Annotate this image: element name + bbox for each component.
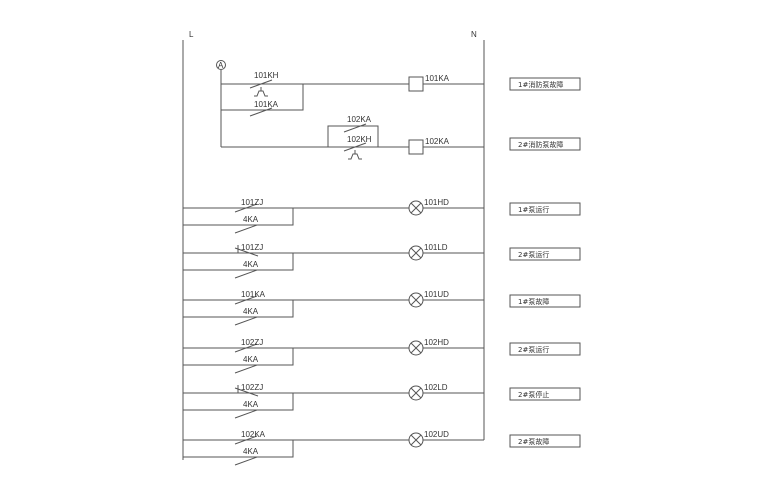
- description-text: 1#泵故障: [518, 297, 549, 306]
- coil-label: 101KA: [425, 74, 450, 83]
- lamp-label: 102LD: [424, 383, 448, 392]
- contact-label: 102KA: [241, 430, 266, 439]
- no-contact-symbol: [234, 295, 258, 305]
- lamp-cross: [410, 247, 422, 259]
- lamp-cross: [410, 294, 422, 306]
- contact-label: 101ZJ: [241, 198, 263, 207]
- lamp-cross: [410, 202, 422, 214]
- test-contact-symbol: [234, 364, 258, 374]
- parallel-branch: [221, 84, 304, 111]
- thermal-symbol: [348, 153, 362, 160]
- test-contact-symbol: [234, 224, 258, 234]
- description-box: 1#消防泵故障: [509, 77, 581, 91]
- description-box: 2#消防泵故障: [509, 137, 581, 151]
- nc-contact-symbol: [234, 247, 259, 257]
- parallel-branch: [183, 393, 294, 411]
- contact-label: 101KA: [241, 290, 266, 299]
- description-frame: [509, 294, 581, 308]
- description-text: 2#消防泵故障: [518, 140, 563, 149]
- nc-contact-symbol: [343, 142, 367, 152]
- description-box: 2#泵运行: [509, 247, 581, 261]
- coil-label: 102KA: [425, 137, 450, 146]
- description-frame: [509, 247, 581, 261]
- parallel-branch: [183, 208, 294, 226]
- relay-rung: 101KA 101KH 101KA 1#消防泵故障: [221, 71, 581, 117]
- relay-coil: [408, 76, 424, 92]
- lamp-rung: 101KA 4KA 101UD 1#泵故障: [183, 290, 581, 326]
- contact-label: 101KH: [254, 71, 279, 80]
- test-contact-label: 4KA: [243, 355, 259, 364]
- parallel-branch: [183, 440, 294, 458]
- no-contact-symbol: [343, 123, 367, 133]
- description-box: 2#泵停止: [509, 387, 581, 401]
- contact-label: 102ZJ: [241, 383, 263, 392]
- parallel-branch: [183, 348, 294, 366]
- description-frame: [509, 202, 581, 216]
- test-contact-symbol: [234, 316, 258, 326]
- lamp-cross: [410, 434, 422, 446]
- no-contact-symbol: [234, 203, 258, 213]
- lamp-cross: [410, 387, 422, 399]
- lamp-label: 101UD: [424, 290, 449, 299]
- relay-coil: [408, 139, 424, 155]
- lamp-rung: 102KA 4KA 102UD 2#泵故障: [183, 430, 581, 466]
- lamp-label: 101HD: [424, 198, 449, 207]
- description-text: 2#泵停止: [518, 390, 549, 399]
- description-text: 1#消防泵故障: [518, 80, 563, 89]
- thermal-symbol: [254, 90, 268, 97]
- junction-label: A: [218, 61, 224, 70]
- test-contact-symbol: [234, 409, 258, 419]
- junction-marker: [216, 60, 226, 70]
- parallel-branch: [327, 125, 379, 147]
- nc-contact-symbol: [249, 79, 273, 89]
- description-frame: [509, 342, 581, 356]
- description-box: 2#泵运行: [509, 342, 581, 356]
- test-contact-symbol: [234, 269, 258, 279]
- contact-label: 102KA: [347, 115, 372, 124]
- test-contact-label: 4KA: [243, 400, 259, 409]
- no-contact-symbol: [234, 343, 258, 353]
- lamp-rung: 101ZJ 4KA 101LD 2#泵运行: [183, 243, 581, 279]
- lamp-label: 102UD: [424, 430, 449, 439]
- description-text: 2#泵运行: [518, 250, 549, 259]
- test-contact-label: 4KA: [243, 215, 259, 224]
- description-frame: [509, 137, 581, 151]
- lamp-cross: [410, 342, 422, 354]
- no-contact-symbol: [249, 107, 273, 117]
- description-text: 2#泵故障: [518, 437, 549, 446]
- test-contact-symbol: [234, 456, 258, 466]
- lamp-rung: 101ZJ 4KA 101HD 1#泵运行: [183, 198, 581, 234]
- no-contact-symbol: [234, 435, 258, 445]
- lamp-rung: 102ZJ 4KA 102HD 2#泵运行: [183, 338, 581, 374]
- description-box: 1#泵运行: [509, 202, 581, 216]
- description-frame: [509, 77, 581, 91]
- right-rail-label: N: [471, 30, 477, 39]
- description-box: 1#泵故障: [509, 294, 581, 308]
- description-text: 2#泵运行: [518, 345, 549, 354]
- test-contact-label: 4KA: [243, 260, 259, 269]
- description-frame: [509, 434, 581, 448]
- description-frame: [509, 387, 581, 401]
- relay-rung: 102KA 102KH 102KA 2#消防泵故障: [221, 115, 581, 160]
- contact-label: 101ZJ: [241, 243, 263, 252]
- left-rail-label: L: [189, 30, 194, 39]
- contact-label: 102KH: [347, 135, 372, 144]
- lamp-label: 101LD: [424, 243, 448, 252]
- contact-label: 102ZJ: [241, 338, 263, 347]
- description-text: 1#泵运行: [518, 205, 549, 214]
- contact-label: 101KA: [254, 100, 279, 109]
- lamp-rung: 102ZJ 4KA 102LD 2#泵停止: [183, 383, 581, 419]
- parallel-branch: [183, 253, 294, 271]
- lamp-label: 102HD: [424, 338, 449, 347]
- nc-contact-symbol: [234, 387, 259, 397]
- test-contact-label: 4KA: [243, 447, 259, 456]
- description-box: 2#泵故障: [509, 434, 581, 448]
- lamp-section: 101ZJ 4KA 101HD 1#泵运行 101ZJ 4KA 101LD 2#泵运行 101K…: [183, 198, 581, 466]
- test-contact-label: 4KA: [243, 307, 259, 316]
- parallel-branch: [183, 300, 294, 318]
- relay-section: A 101KA 101KH 101KA 1#消防泵故障 102KA 102KH 102KA 2#…: [216, 60, 581, 160]
